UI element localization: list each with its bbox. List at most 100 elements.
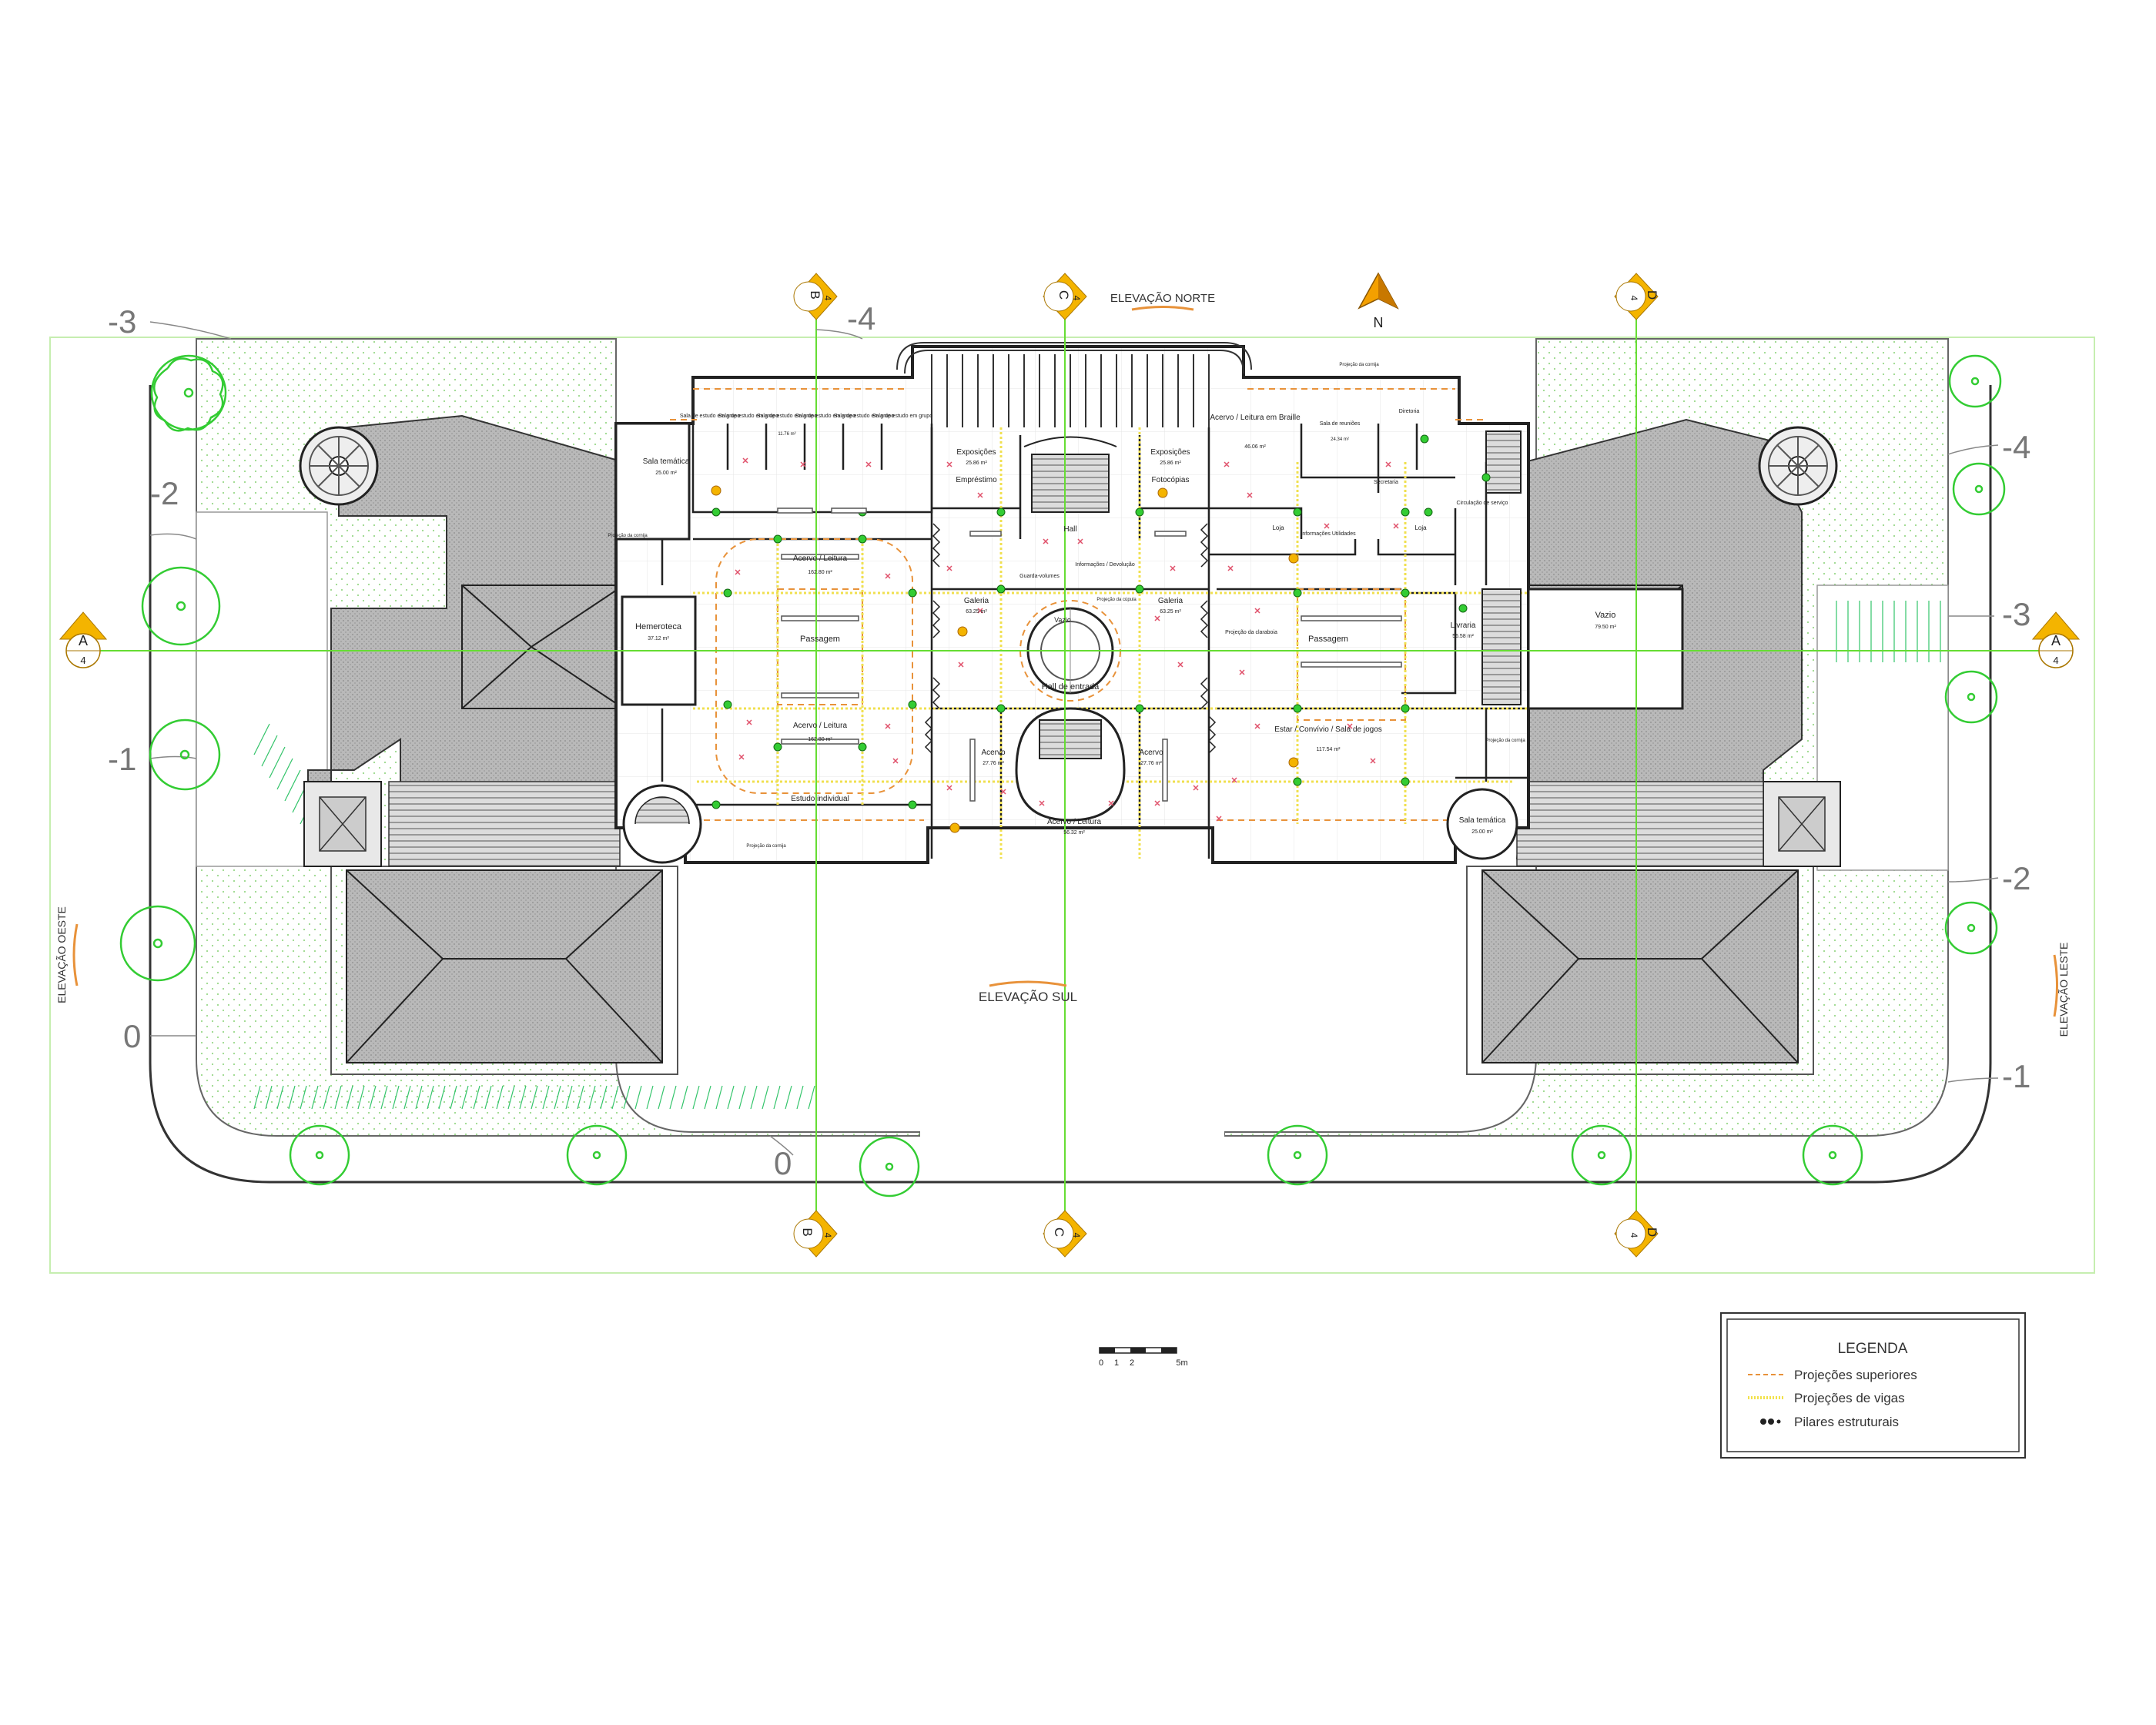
tower-east	[1758, 426, 1838, 506]
room-acervo-braille-area: 46.06 m²	[1244, 444, 1266, 450]
room-hemeroteca: Hemeroteca	[635, 622, 682, 631]
tree-icon	[1944, 670, 1998, 724]
legend-title: LEGENDA	[1838, 1341, 1908, 1357]
room-exposicoes-e-area: 25.86 m²	[1160, 461, 1181, 466]
elevation-west-title: ELEVAÇÃO OESTE	[55, 906, 68, 1003]
section-marker-c-bottom	[1043, 1210, 1087, 1258]
room-hall-entrada: Hall de entrada	[1042, 682, 1100, 692]
room-secretaria: Secretaria	[1374, 480, 1398, 485]
axis-lines	[85, 308, 2071, 1232]
room-acervo-leitura-south: Acervo / Leitura	[1047, 818, 1101, 826]
north-canopy	[896, 342, 1252, 427]
grass-hatch	[253, 601, 1941, 1110]
tree-icon	[566, 1124, 628, 1186]
contour-lines	[149, 321, 1999, 1156]
room-loja-w: Loja	[1272, 524, 1284, 531]
tree-icon	[1571, 1124, 1632, 1186]
west-wing	[614, 422, 691, 541]
vazio-block	[1527, 588, 1684, 710]
turret-west	[303, 781, 382, 867]
level-left-m2: -2	[150, 475, 179, 511]
room-sala-tematica-nw-area: 25.00 m²	[655, 471, 677, 476]
section-d-sheet-bottom: 4	[1629, 1233, 1639, 1238]
note-projecao-cornija-n: Projeção da cornija	[1339, 363, 1379, 367]
section-b-sheet-top: 4	[822, 296, 833, 301]
scale-bar	[1099, 1347, 1177, 1354]
elevation-south-title: ELEVAÇÃO SUL	[979, 990, 1077, 1004]
section-a-letter-right: A	[2051, 633, 2061, 648]
tower-southeast-round	[1446, 788, 1518, 860]
legend-label-pilares: Pilares estruturais	[1794, 1415, 1899, 1429]
room-acervo-leitura-s-area: 162.80 m²	[808, 737, 832, 742]
room-estudo-grupo-1: Sala de estudo em grupo	[680, 414, 740, 419]
room-exposicoes-w-area: 25.86 m²	[966, 461, 987, 466]
room-estudo-grupo-5: Sala de estudo em grupo	[834, 414, 894, 419]
scale-tick-1: 1	[1114, 1358, 1119, 1368]
section-marker-b-bottom	[793, 1210, 838, 1258]
stair-east	[1481, 430, 1522, 705]
tree-icon	[1948, 354, 2002, 408]
zigzag-panels	[924, 523, 1217, 754]
section-b-sheet-bottom: 4	[822, 1233, 833, 1238]
elevation-east-title: ELEVAÇÃO LESTE	[2057, 943, 2070, 1037]
section-d-sheet-top: 4	[1629, 296, 1639, 301]
room-acervo-e-area: 27.76 m²	[1140, 761, 1162, 766]
section-marker-d-top	[1614, 273, 1659, 320]
note-projecao-cornija-w: Projeção da cornija	[608, 534, 648, 538]
elevation-north-marker	[1131, 306, 1194, 311]
level-left-m1: -1	[108, 741, 136, 777]
level-left-m3: -3	[108, 303, 136, 340]
room-livraria: Livraria	[1451, 621, 1476, 630]
colonnade-east	[1516, 781, 1764, 867]
room-livraria-area: 56.58 m²	[1452, 634, 1474, 639]
section-c-sheet-top: 4	[1071, 296, 1082, 301]
room-estudo-grupo-6: Sala de estudo em grupo	[872, 414, 932, 419]
room-sala-tematica-se-area: 25.00 m²	[1471, 829, 1493, 835]
room-estudo-grupo-area: 11.76 m²	[778, 432, 795, 437]
section-a-letter-left: A	[79, 633, 88, 648]
note-circulacao-servico: Circulação de serviço	[1457, 501, 1508, 506]
bookshelves	[777, 507, 1402, 802]
tree-icons	[119, 354, 2006, 1197]
room-reunioes-area: 24.34 m²	[1331, 437, 1349, 442]
room-acervo-leitura-n-area: 162.80 m²	[808, 570, 832, 575]
level-bottom-0: 0	[774, 1145, 792, 1181]
room-acervo-braille: Acervo / Leitura em Braille	[1210, 414, 1301, 422]
room-passagem-e: Passagem	[1308, 635, 1348, 644]
level-right-m2: -2	[2002, 860, 2030, 896]
room-galeria-w-area: 63.25 m²	[966, 609, 987, 615]
room-galeria-w: Galeria	[964, 597, 989, 605]
room-exposicoes-w: Exposições	[956, 448, 996, 457]
scale-tick-5m: 5m	[1176, 1358, 1187, 1368]
room-acervo-leitura-south-area: 56.32 m²	[1063, 830, 1085, 836]
tree-icon	[1802, 1124, 1863, 1186]
room-diretoria: Diretoria	[1399, 409, 1420, 414]
room-hall: Hall	[1063, 525, 1076, 534]
stair-southwest	[622, 784, 702, 864]
note-projecao-cornija-s: Projeção da cornija	[746, 844, 786, 849]
room-galeria-e-area: 63.25 m²	[1160, 609, 1181, 615]
room-vazio: Vazio	[1595, 611, 1616, 620]
legend-swatch-pilares	[1760, 1419, 1781, 1425]
tree-icon	[859, 1136, 920, 1197]
section-a-sheet-right: 4	[2053, 655, 2058, 666]
room-estudo-grupo-3: Sala de estudo em grupo	[757, 414, 817, 419]
room-acervo-e: Acervo	[1139, 749, 1163, 757]
room-guarda-volumes: Guarda-volumes	[1019, 574, 1060, 579]
scale-tick-0: 0	[1099, 1358, 1103, 1368]
elevation-west-marker	[72, 923, 79, 986]
room-info-devolucao: Informações / Devolução	[1075, 562, 1135, 568]
level-right-m3: -3	[2002, 596, 2030, 632]
colonnade-west	[388, 781, 621, 867]
tree-icon	[141, 566, 221, 646]
room-informacoes: Informações Utilidades	[1301, 531, 1356, 537]
forecourt	[920, 862, 1224, 1140]
north-arrow-icon	[1358, 272, 1399, 310]
section-marker-a-left	[59, 611, 108, 668]
room-projecao-claraboia: Projeção da claraboia	[1225, 630, 1277, 635]
legend-box	[1720, 1312, 2026, 1459]
note-projecao-cornija-e: Projeção da cornija	[1485, 739, 1525, 743]
room-acervo-leitura-s: Acervo / Leitura	[793, 722, 847, 730]
sidewalk-outline	[149, 385, 1992, 1184]
